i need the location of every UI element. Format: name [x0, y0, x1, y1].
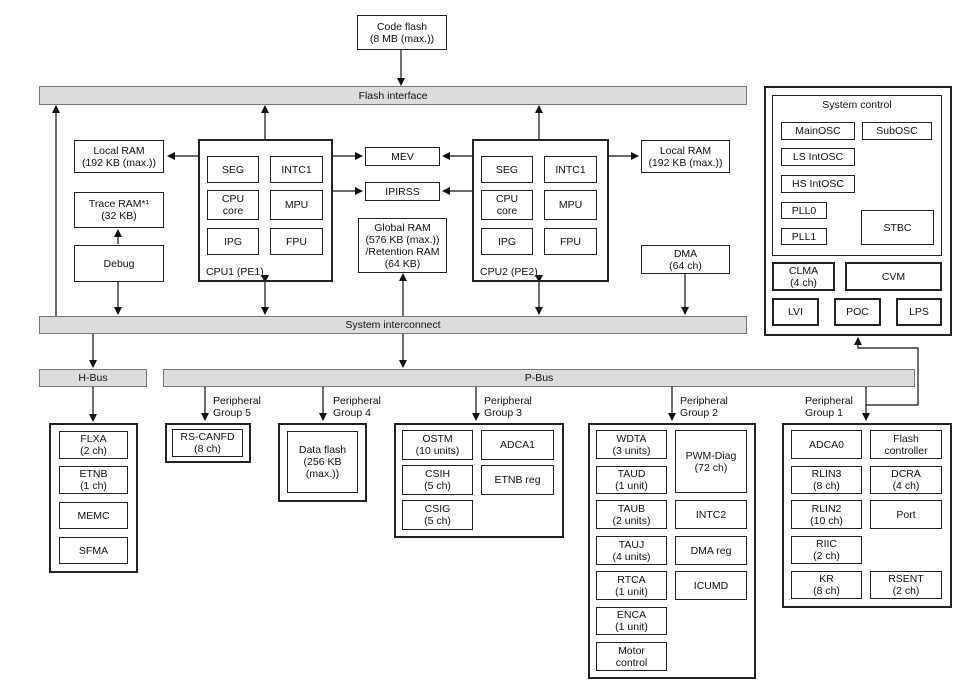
group1-container [782, 423, 952, 608]
cpu2-fpu: FPU [544, 228, 597, 255]
cpu1-mpu: MPU [270, 190, 323, 220]
cpu1-intc1: INTC1 [270, 156, 323, 183]
adca1-block: ADCA1 [481, 430, 554, 460]
system-control-title: System control [822, 99, 892, 111]
pll1-block: PLL1 [781, 228, 827, 245]
group5-container [165, 423, 251, 463]
stbc-block: STBC [861, 210, 934, 245]
clma-block: CLMA (4 ch) [772, 262, 835, 291]
lvi-block: LVI [772, 298, 819, 326]
group2-container [588, 423, 756, 679]
dcra-block: DCRA (4 ch) [870, 466, 942, 494]
dma-reg-block: DMA reg [675, 536, 747, 565]
rtca-block: RTCA (1 unit) [596, 571, 667, 600]
memc-block: MEMC [59, 502, 128, 529]
system-control-outer [764, 86, 952, 336]
rlin3-block: RLIN3 (8 ch) [791, 466, 862, 494]
sfma-block: SFMA [59, 537, 128, 564]
code-flash-block: Code flash (8 MB (max.)) [357, 15, 447, 50]
rlin2-block: RLIN2 (10 ch) [791, 500, 862, 529]
group1-label: Peripheral Group 1 [805, 395, 853, 419]
flash-interface-bus: Flash interface [39, 86, 747, 105]
debug-block: Debug [74, 245, 164, 282]
cpu2-label: CPU2 (PE2) [480, 266, 538, 278]
csih-block: CSIH (5 ch) [402, 465, 473, 495]
hs-intosc-block: HS IntOSC [781, 175, 855, 193]
ls-intosc-block: LS IntOSC [781, 148, 855, 166]
p-bus: P-Bus [163, 369, 915, 387]
cpu1-core: CPU core [207, 190, 259, 220]
dma-block: DMA (64 ch) [641, 245, 730, 274]
motor-control-block: Motor control [596, 642, 667, 671]
poc-block: POC [834, 298, 881, 326]
cpu1-container [198, 139, 333, 282]
taud-block: TAUD (1 unit) [596, 466, 667, 494]
trace-ram-block: Trace RAM*¹ (32 KB) [74, 192, 164, 228]
lps-block: LPS [896, 298, 942, 326]
etnb-block: ETNB (1 ch) [59, 466, 128, 494]
group3-label: Peripheral Group 3 [484, 395, 532, 419]
enca-block: ENCA (1 unit) [596, 607, 667, 635]
cpu1-seg: SEG [207, 156, 259, 183]
tauj-block: TAUJ (4 units) [596, 536, 667, 565]
csig-block: CSIG (5 ch) [402, 500, 473, 530]
cpu2-ipg: IPG [481, 228, 533, 255]
rsent-block: RSENT (2 ch) [870, 571, 942, 599]
h-bus: H-Bus [39, 369, 147, 387]
adca0-block: ADCA0 [791, 430, 862, 459]
kr-block: KR (8 ch) [791, 571, 862, 599]
pwm-diag-block: PWM-Diag (72 ch) [675, 430, 747, 493]
group4-container [278, 423, 367, 502]
subosc-block: SubOSC [862, 122, 932, 140]
cvm-block: CVM [845, 262, 942, 291]
ostm-block: OSTM (10 units) [402, 430, 473, 460]
cpu2-mpu: MPU [544, 190, 597, 220]
riic-block: RIIC (2 ch) [791, 536, 862, 564]
global-ram-block: Global RAM (576 KB (max.)) /Retention RA… [358, 218, 447, 273]
local-ram-1-block: Local RAM (192 KB (max.)) [74, 140, 164, 173]
taub-block: TAUB (2 units) [596, 500, 667, 529]
group2-label: Peripheral Group 2 [680, 395, 728, 419]
cpu2-seg: SEG [481, 156, 533, 183]
etnb-reg-block: ETNB reg [481, 465, 554, 495]
ipirss-block: IPIRSS [365, 182, 440, 201]
system-interconnect-bus: System interconnect [39, 316, 747, 334]
intc2-block: INTC2 [675, 500, 747, 529]
data-flash-block: Data flash (256 KB (max.)) [287, 431, 358, 493]
group3-container [394, 423, 564, 538]
mev-block: MEV [365, 147, 440, 166]
icumd-block: ICUMD [675, 571, 747, 600]
cpu1-ipg: IPG [207, 228, 259, 255]
mainosc-block: MainOSC [781, 122, 855, 140]
cpu2-core: CPU core [481, 190, 533, 220]
group5-label: Peripheral Group 5 [213, 395, 261, 419]
port-block: Port [870, 500, 942, 529]
cpu2-intc1: INTC1 [544, 156, 597, 183]
flash-controller-block: Flash controller [870, 430, 942, 459]
local-ram-2-block: Local RAM (192 KB (max.)) [641, 140, 730, 173]
cpu1-fpu: FPU [270, 228, 323, 255]
hbus-peripheral-group [49, 423, 138, 573]
rs-canfd-block: RS-CANFD (8 ch) [172, 429, 243, 457]
wdta-block: WDTA (3 units) [596, 430, 667, 459]
pll0-block: PLL0 [781, 202, 827, 219]
group4-label: Peripheral Group 4 [333, 395, 381, 419]
cpu1-label: CPU1 (PE1) [206, 266, 264, 278]
flxa-block: FLXA (2 ch) [59, 431, 128, 459]
cpu2-container [472, 139, 609, 282]
